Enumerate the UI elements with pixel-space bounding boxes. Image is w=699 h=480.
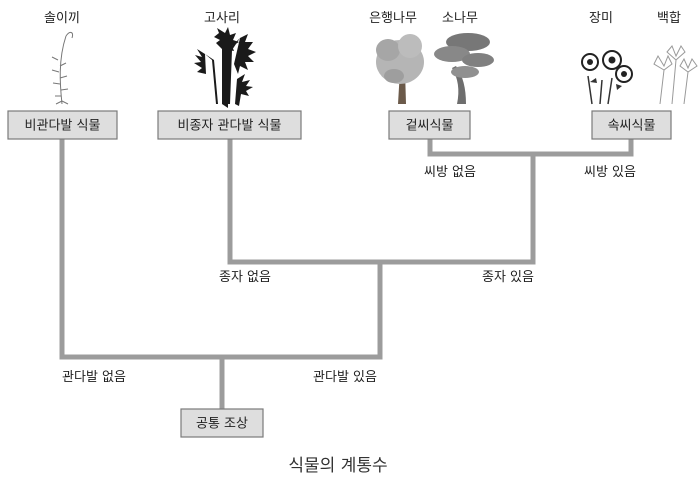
moss-illustration bbox=[51, 31, 73, 105]
box-angiosperm: 속씨식물 bbox=[591, 110, 672, 140]
box-label-common-ancestor: 공통 조상 bbox=[196, 417, 248, 432]
fern-illustration bbox=[194, 27, 256, 108]
plant-label-rose: 장미 bbox=[589, 11, 613, 26]
box-nonvascular: 비관다발 식물 bbox=[7, 110, 118, 140]
box-label-nonvascular: 비관다발 식물 bbox=[25, 119, 101, 134]
plant-label-fern: 고사리 bbox=[204, 11, 240, 26]
branch-label-has-vascular: 관다발 있음 bbox=[313, 370, 377, 385]
branch-label-has-ovary: 씨방 있음 bbox=[584, 165, 636, 180]
diagram-caption: 식물의 계통수 bbox=[288, 456, 387, 476]
branch-label-no-vascular: 관다발 없음 bbox=[62, 370, 126, 385]
box-gymnosperm: 겉씨식물 bbox=[388, 110, 471, 140]
ginkgo-illustration bbox=[376, 34, 424, 104]
box-label-seedless-vascular: 비종자 관다발 식물 bbox=[178, 119, 282, 134]
plant-label-pine: 소나무 bbox=[442, 11, 478, 26]
box-label-angiosperm: 속씨식물 bbox=[608, 119, 656, 134]
box-seedless-vascular: 비종자 관다발 식물 bbox=[157, 110, 302, 140]
branch-label-has-seed: 종자 있음 bbox=[482, 270, 534, 285]
tree-lines bbox=[59, 136, 634, 413]
box-common-ancestor: 공통 조상 bbox=[180, 408, 264, 438]
branch-label-no-ovary: 씨방 없음 bbox=[424, 165, 476, 180]
plant-label-ginkgo: 은행나무 bbox=[369, 10, 417, 26]
rose-illustration bbox=[581, 50, 633, 105]
box-label-gymnosperm: 겉씨식물 bbox=[406, 119, 454, 134]
plant-label-moss: 솔이끼 bbox=[44, 11, 80, 26]
lily-illustration bbox=[653, 45, 698, 105]
branch-label-no-seed: 종자 없음 bbox=[219, 270, 271, 285]
pine-illustration bbox=[434, 33, 494, 104]
plant-label-lily: 백합 bbox=[657, 11, 681, 26]
